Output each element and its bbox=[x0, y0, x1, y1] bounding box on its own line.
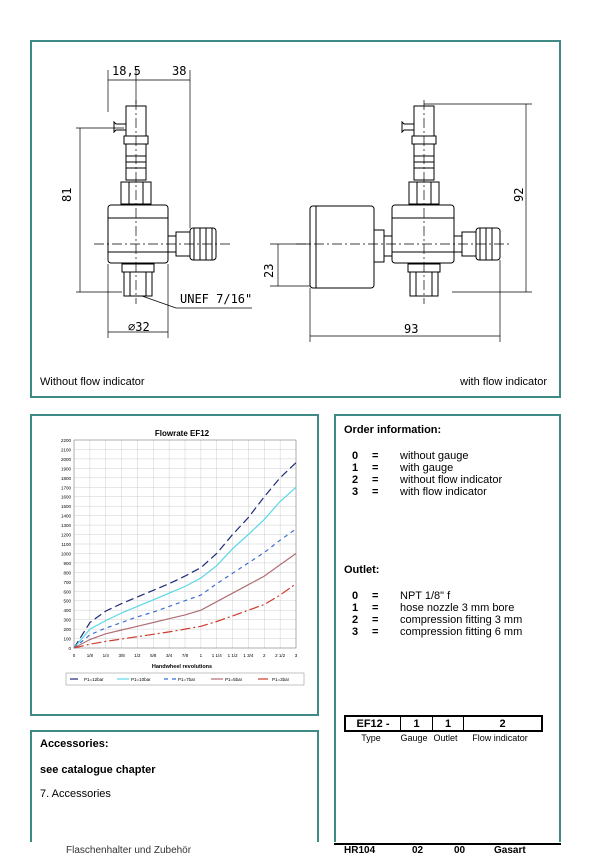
x-tick-label: 2 bbox=[263, 653, 266, 658]
x-tick-label: 1/4 bbox=[103, 653, 110, 658]
dim-38: 38 bbox=[172, 64, 187, 78]
dim-thread: UNEF 7/16" bbox=[180, 292, 253, 306]
outlet-options: 0=NPT 1/8" f 1=hose nozzle 3 mm bore 2=c… bbox=[352, 590, 523, 638]
dim-23: 23 bbox=[262, 263, 276, 278]
y-tick-label: 1500 bbox=[61, 504, 72, 509]
y-tick-label: 1900 bbox=[61, 466, 72, 471]
footer-b: 00 bbox=[454, 845, 466, 856]
technical-drawing-panel: 18,5 38 81 ⌀32 UNEF 7/16" 92 23 93 Witho… bbox=[30, 40, 561, 398]
diameter-icon: ⌀ bbox=[128, 320, 136, 334]
x-tick-label: 3/8 bbox=[118, 653, 125, 658]
y-tick-label: 1200 bbox=[61, 533, 72, 538]
y-tick-label: 1700 bbox=[61, 485, 72, 490]
x-tick-label: 3/4 bbox=[166, 653, 173, 658]
y-tick-label: 0 bbox=[68, 646, 71, 651]
x-tick-label: 1/8 bbox=[87, 653, 94, 658]
y-tick-label: 1100 bbox=[61, 542, 71, 547]
x-tick-label: 1 1/2 bbox=[228, 653, 239, 658]
technical-drawing bbox=[76, 70, 532, 342]
dim-81: 81 bbox=[60, 187, 74, 202]
flowrate-chart: Flowrate EF12 0 100 200 300 400 500 600 700 800 9… bbox=[61, 429, 305, 686]
y-tick-label: 900 bbox=[63, 561, 71, 566]
dim-18-5: 18,5 bbox=[112, 64, 141, 78]
series-line bbox=[73, 486, 297, 649]
partial-text: Flaschenhalter und Zubehör bbox=[66, 845, 192, 856]
series-line bbox=[73, 462, 297, 649]
y-tick-label: 1600 bbox=[61, 495, 72, 500]
caption-with-flow-indicator: with flow indicator bbox=[460, 376, 547, 388]
code-gauge: 1 bbox=[400, 717, 432, 730]
series-line bbox=[73, 528, 297, 649]
x-tick-label: 2 1/2 bbox=[275, 653, 286, 658]
code-type-label: Type bbox=[361, 733, 381, 743]
dim-93: 93 bbox=[404, 322, 419, 336]
order-title: Order information: bbox=[344, 424, 442, 436]
x-tick-label: 1/2 bbox=[134, 653, 141, 658]
x-tick-label: 1 3/4 bbox=[243, 653, 254, 658]
y-tick-label: 600 bbox=[63, 589, 71, 594]
accessories-chapter: 7. Accessories bbox=[40, 788, 111, 800]
y-tick-label: 200 bbox=[63, 627, 71, 632]
legend-label: P1=5bar bbox=[225, 677, 243, 682]
y-tick-label: 2200 bbox=[61, 438, 72, 443]
dim-92: 92 bbox=[512, 187, 526, 202]
y-tick-label: 1000 bbox=[61, 551, 72, 556]
x-tick-label: 0 bbox=[73, 653, 76, 658]
outlet-title: Outlet: bbox=[344, 564, 380, 576]
y-tick-label: 1800 bbox=[61, 476, 72, 481]
code-outlet: 1 bbox=[432, 717, 463, 730]
footer-doc: HR104 bbox=[344, 845, 376, 856]
code-flow-label: Flow indicator bbox=[472, 733, 528, 743]
order-information-panel: Order information: 0=without gauge 1=wit… bbox=[334, 414, 561, 842]
y-tick-label: 2100 bbox=[61, 447, 72, 452]
accessories-title: Accessories: bbox=[40, 738, 109, 750]
y-tick-label: 400 bbox=[63, 608, 71, 613]
y-tick-label: 2000 bbox=[61, 457, 72, 462]
code-flow-indicator: 2 bbox=[463, 717, 541, 730]
footer-c: Gasart bbox=[494, 845, 526, 856]
series-line bbox=[73, 583, 297, 649]
x-tick-label: 1 bbox=[200, 653, 203, 658]
legend-box bbox=[65, 672, 305, 686]
code-type: EF12 - bbox=[356, 718, 390, 730]
x-tick-label: 1 1/4 bbox=[212, 653, 223, 658]
y-tick-label: 1300 bbox=[61, 523, 72, 528]
y-tick-label: 100 bbox=[63, 637, 71, 642]
dim-dia-32: ⌀32 bbox=[128, 320, 150, 334]
legend-label: P1=3bar bbox=[272, 677, 290, 682]
y-tick-label: 1400 bbox=[61, 514, 72, 519]
flowrate-chart-panel: Flowrate EF12 0 100 200 300 400 500 600 700 800 9… bbox=[30, 414, 319, 716]
chart-title: Flowrate EF12 bbox=[155, 429, 210, 438]
y-tick-label: 500 bbox=[63, 599, 71, 604]
accessories-subtitle: see catalogue chapter bbox=[40, 764, 156, 776]
code-gauge-label: Gauge bbox=[400, 733, 428, 743]
series-line bbox=[73, 553, 297, 649]
x-tick-label: 3 bbox=[295, 653, 298, 658]
legend-label: P1=12bar bbox=[84, 677, 104, 682]
footer-bar: HR104 02 00 Gasart bbox=[334, 843, 561, 856]
plot-area bbox=[73, 439, 297, 649]
y-tick-label: 300 bbox=[63, 618, 71, 623]
accessories-panel: Accessories: see catalogue chapter 7. Ac… bbox=[30, 730, 319, 842]
code-outlet-label: Outlet bbox=[433, 733, 458, 743]
caption-without-flow-indicator: Without flow indicator bbox=[40, 376, 145, 388]
gauge-options: 0=without gauge 1=with gauge 2=without f… bbox=[352, 450, 503, 498]
x-tick-label: 7/8 bbox=[182, 653, 189, 658]
footer-a: 02 bbox=[412, 845, 424, 856]
y-tick-label: 800 bbox=[63, 570, 71, 575]
chart-xlabel: Handwheel revolutions bbox=[152, 664, 212, 670]
x-tick-label: 5/8 bbox=[150, 653, 157, 658]
legend-label: P1=7bar bbox=[178, 677, 196, 682]
legend-label: P1=10bar bbox=[131, 677, 151, 682]
order-code-table: EF12 - 1 1 2 bbox=[344, 715, 543, 732]
y-tick-label: 700 bbox=[63, 580, 71, 585]
